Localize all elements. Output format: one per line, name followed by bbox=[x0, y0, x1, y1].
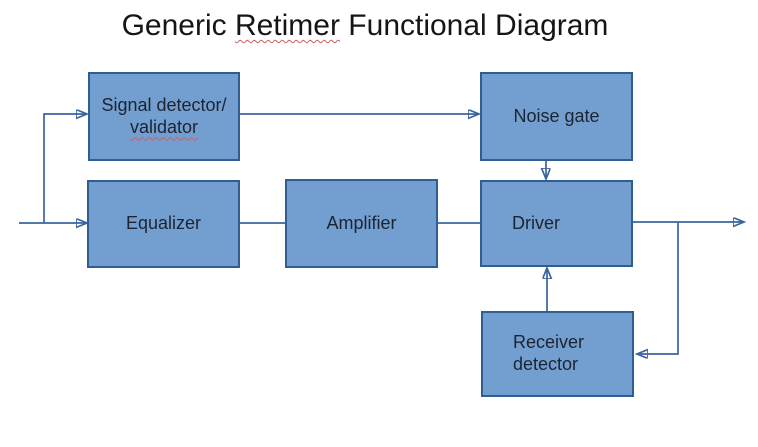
block-label: Driver bbox=[512, 212, 560, 233]
block-receiver-detector[interactable]: Receiver detector bbox=[481, 311, 634, 397]
block-label-line: detector bbox=[513, 354, 579, 374]
title-text-leading: Generic bbox=[121, 9, 235, 42]
block-label: Noise gate bbox=[513, 105, 600, 126]
block-signal-detector-validator[interactable]: Signal detector/ validator bbox=[88, 72, 240, 161]
connector-output-feedback-to-receiver-detector bbox=[637, 222, 679, 354]
connector-input-branch-to-signal-detector bbox=[43, 114, 87, 223]
block-label-line: Signal detector/ bbox=[101, 94, 227, 115]
block-equalizer[interactable]: Equalizer bbox=[87, 180, 240, 268]
diagram-title: Generic Retimer Functional Diagram bbox=[0, 9, 730, 43]
title-text-trailing: Functional Diagram bbox=[339, 9, 609, 42]
block-label-line: Receiver bbox=[513, 332, 585, 353]
block-noise-gate[interactable]: Noise gate bbox=[480, 72, 633, 161]
block-amplifier[interactable]: Amplifier bbox=[285, 179, 438, 268]
title-misspelled-word: Retimer bbox=[234, 9, 340, 42]
block-label-misspelled-word: validator bbox=[129, 116, 199, 137]
block-driver[interactable]: Driver bbox=[480, 180, 633, 267]
block-label: Amplifier bbox=[326, 212, 397, 233]
block-label: Equalizer bbox=[125, 213, 202, 234]
